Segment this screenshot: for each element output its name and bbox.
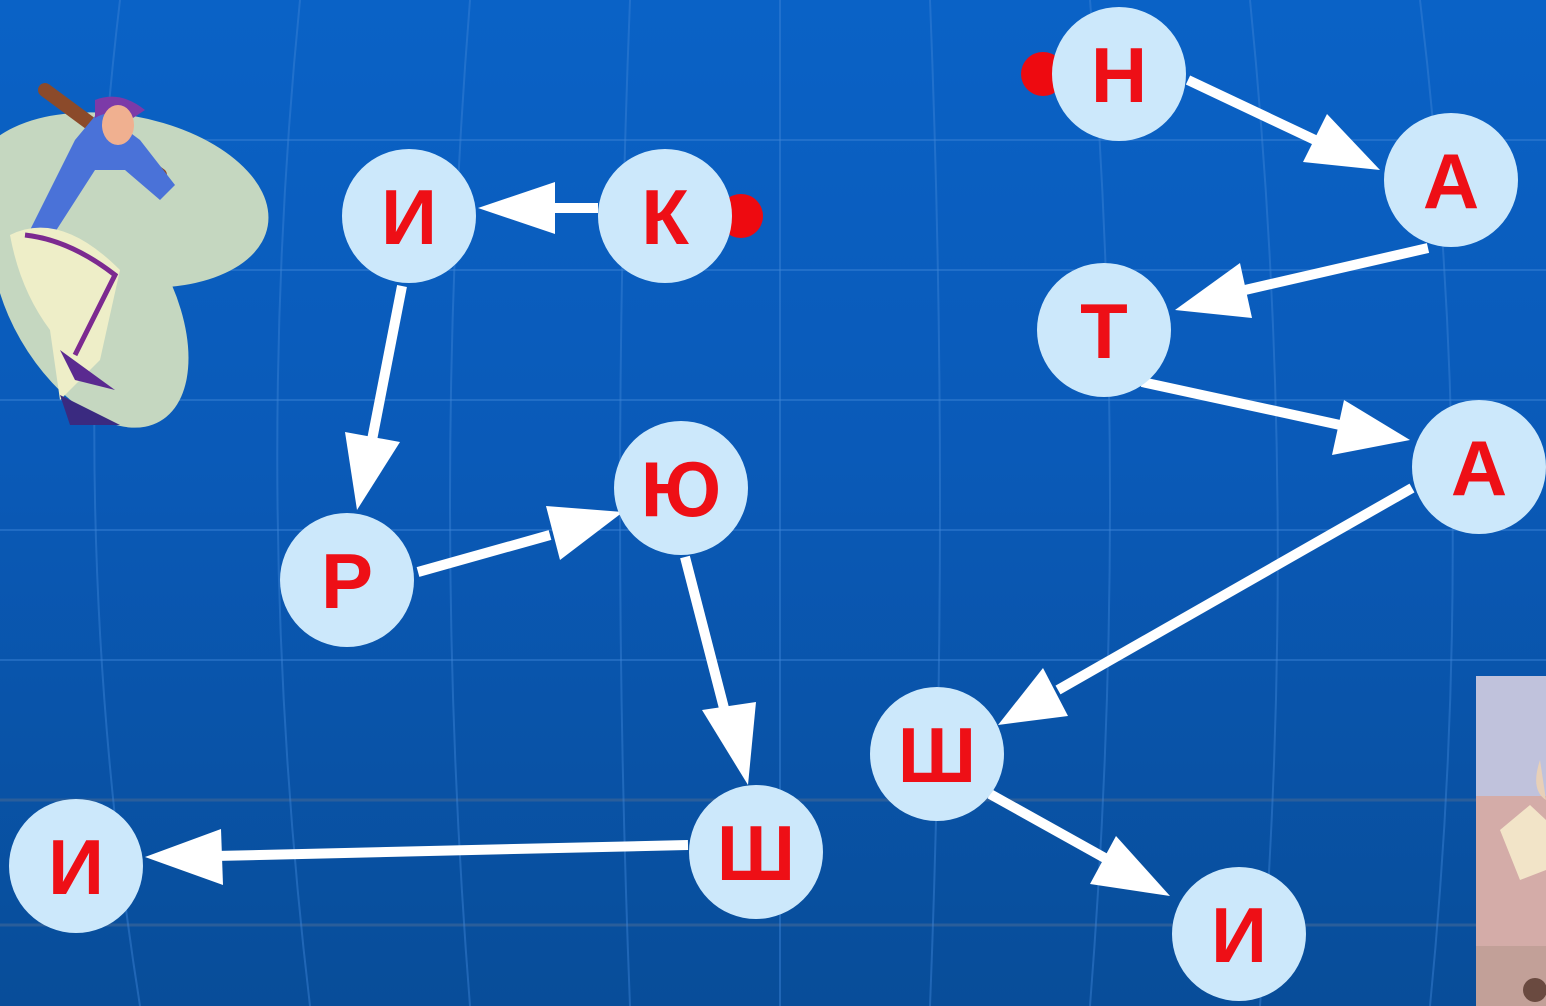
letter-node: А (1384, 113, 1518, 247)
letter: Ш (898, 711, 976, 799)
arrow-1-5 (145, 829, 689, 885)
letter: И (48, 823, 104, 911)
arrow-1-3 (416, 506, 623, 577)
letter-node: Т (1037, 263, 1171, 397)
letter: А (1423, 137, 1479, 225)
arrow-2-5 (987, 789, 1170, 896)
letter: Ш (717, 809, 795, 897)
letter: К (641, 173, 689, 261)
arrow-1-2 (345, 285, 407, 510)
arrow-1-4 (680, 555, 756, 785)
arrow-1-1 (478, 182, 598, 234)
letter-node: И (9, 799, 143, 933)
letter-node: Н (1052, 7, 1186, 141)
person-reading-icon (1476, 676, 1546, 1006)
letter: Ю (641, 445, 721, 533)
letter-node: И (1172, 867, 1306, 1001)
arrow-2-4 (998, 483, 1415, 725)
baseball-player-icon (0, 83, 269, 428)
word-2-arrows (987, 75, 1430, 896)
letter: А (1451, 424, 1507, 512)
letter: Р (321, 537, 373, 625)
arrow-2-1 (1185, 75, 1380, 170)
letter: И (381, 173, 437, 261)
letter-node: Ш (870, 687, 1004, 821)
letter-node: Ш (689, 785, 823, 919)
letter-node: А (1412, 400, 1546, 534)
arrow-2-3 (1140, 377, 1410, 455)
letter: Н (1091, 31, 1147, 119)
letter-node: Р (280, 513, 414, 647)
letter-node: Ю (614, 421, 748, 555)
letter: Т (1080, 287, 1128, 375)
letter-node: К (598, 149, 732, 283)
word-1-arrows (145, 182, 756, 885)
arrow-2-2 (1175, 243, 1430, 318)
letter-node: И (342, 149, 476, 283)
letter: И (1211, 891, 1267, 979)
